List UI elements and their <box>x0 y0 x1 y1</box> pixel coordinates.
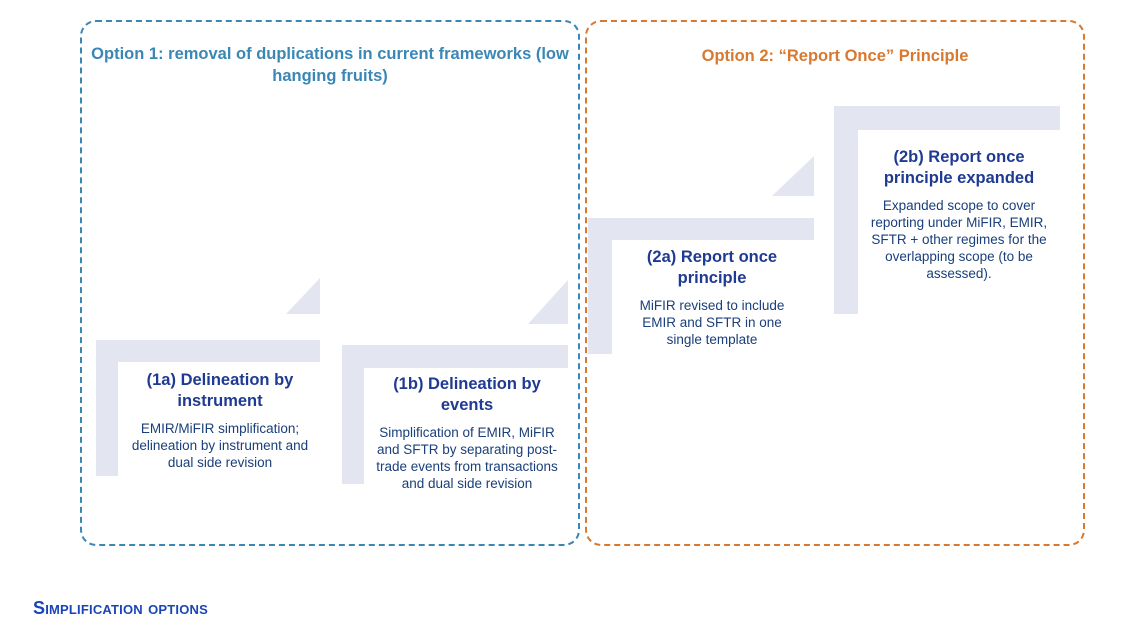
step-1a-shape <box>96 278 320 476</box>
step-1b-body: Simplification of EMIR, MiFIR and SFTR b… <box>376 425 558 491</box>
option-1-title: Option 1: removal of duplications in cur… <box>91 45 569 85</box>
step-2a-title: (2a) Report once principle <box>646 248 778 287</box>
option-2-panel: Option 2: “Report Once” Principle <box>585 20 1085 546</box>
step-2a: (2a) Report once principle MiFIR revised… <box>612 247 812 348</box>
option-1-panel: Option 1: removal of duplications in cur… <box>80 20 580 546</box>
step-1a-body: EMIR/MiFIR simplification; delineation b… <box>131 421 309 470</box>
step-2b-body: Expanded scope to cover reporting under … <box>870 198 1048 281</box>
step-2a-shape <box>588 156 814 354</box>
step-1a-title: (1a) Delineation by instrument <box>146 371 294 410</box>
option-2-title: Option 2: “Report Once” Principle <box>701 47 969 65</box>
step-1b: (1b) Delineation by events Simplificatio… <box>364 374 570 492</box>
step-1a: (1a) Delineation by instrument EMIR/MiFI… <box>118 370 322 471</box>
step-2b: (2b) Report once principle expanded Expa… <box>858 147 1060 282</box>
figure-caption: Simplification options <box>33 598 208 618</box>
step-1b-shape <box>342 280 568 484</box>
step-2b-shape <box>834 106 1060 314</box>
step-2b-title: (2b) Report once principle expanded <box>883 148 1035 187</box>
step-2a-body: MiFIR revised to include EMIR and SFTR i… <box>639 298 785 347</box>
step-1b-title: (1b) Delineation by events <box>393 375 541 414</box>
